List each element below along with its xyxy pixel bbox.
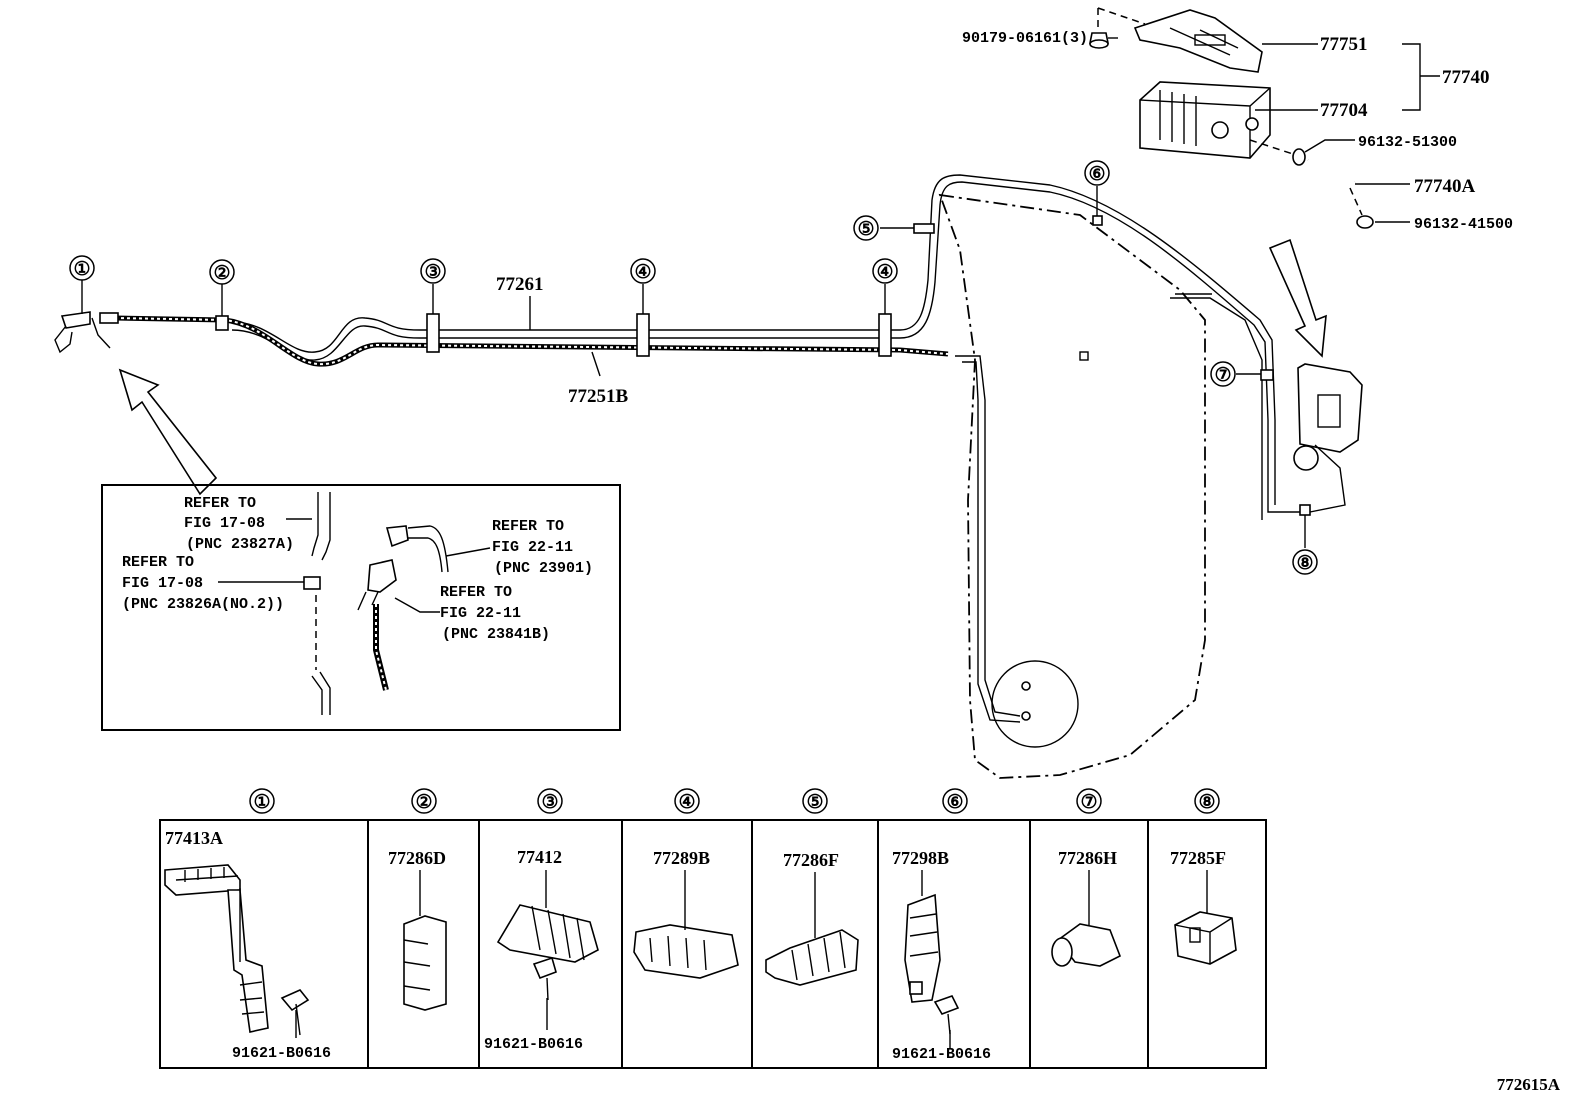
clamp-8 bbox=[1299, 504, 1311, 516]
clamp-77412-drawing bbox=[496, 904, 599, 963]
callout-4b: ④ bbox=[876, 262, 893, 283]
table-header-7: ⑦ bbox=[1080, 792, 1097, 813]
clamp-96132-41500 bbox=[1356, 215, 1374, 229]
inset-ref1-line2: FIG 17-08 bbox=[184, 515, 265, 532]
clamp-77413A-drawing bbox=[164, 864, 269, 1033]
cell-77285F: 77285F bbox=[1170, 848, 1226, 868]
clamp-4a bbox=[636, 313, 650, 357]
parts-table bbox=[159, 819, 1267, 1069]
clamp-96132-51300 bbox=[1292, 148, 1306, 166]
table-header-2: ② bbox=[415, 792, 432, 813]
inset-ref2-line2: FIG 17-08 bbox=[122, 575, 203, 592]
cell-77286F: 77286F bbox=[783, 850, 839, 870]
callout-6: ⑥ bbox=[1088, 164, 1105, 185]
part-96132-41500: 96132-41500 bbox=[1414, 216, 1513, 233]
bolt-90179 bbox=[1089, 32, 1109, 49]
bracket-77751 bbox=[1133, 9, 1263, 73]
clamp-77286D-drawing bbox=[403, 915, 447, 1011]
clamp-2 bbox=[215, 315, 229, 331]
clamp-4b bbox=[878, 313, 892, 357]
table-header-8: ⑧ bbox=[1198, 792, 1215, 813]
bolt-91621-B0616-1 bbox=[280, 989, 310, 1036]
clamp-77298B-drawing bbox=[904, 893, 941, 1003]
pipe-77251B bbox=[114, 315, 949, 367]
part-77251B: 77251B bbox=[568, 386, 629, 407]
inset-ref3-line2: FIG 22-11 bbox=[492, 539, 573, 556]
part-77740A: 77740A bbox=[1414, 176, 1476, 197]
fuel-tank-outline bbox=[938, 193, 1206, 779]
part-96132-51300: 96132-51300 bbox=[1358, 134, 1457, 151]
part-90179-06161: 90179-06161(3) bbox=[962, 30, 1088, 47]
clamp-77285F-drawing bbox=[1174, 911, 1237, 965]
clamp-1-assembly bbox=[54, 311, 119, 354]
part-77751: 77751 bbox=[1320, 34, 1368, 55]
pump-module bbox=[1293, 363, 1363, 513]
cell-77289B: 77289B bbox=[653, 848, 710, 868]
detail-inset-box bbox=[101, 484, 621, 731]
callout-5: ⑤ bbox=[857, 219, 874, 240]
part-77740: 77740 bbox=[1442, 67, 1490, 88]
clamp-77289B-drawing bbox=[633, 924, 739, 979]
inset-ref4-line2: FIG 22-11 bbox=[440, 605, 521, 622]
inset-ref2-line1: REFER TO bbox=[122, 554, 194, 571]
callout-7: ⑦ bbox=[1214, 365, 1231, 386]
table-header-3: ③ bbox=[541, 792, 558, 813]
cell-77412: 77412 bbox=[517, 847, 562, 867]
part-77261: 77261 bbox=[496, 274, 544, 295]
cell-77298B: 77298B bbox=[892, 848, 949, 868]
table-header-5: ⑤ bbox=[806, 792, 823, 813]
direction-arrow-left bbox=[118, 368, 218, 496]
table-header-6: ⑥ bbox=[946, 792, 963, 813]
inset-pipes bbox=[303, 492, 449, 715]
table-header-4: ④ bbox=[678, 792, 695, 813]
figure-id: 772615A bbox=[1497, 1075, 1561, 1094]
direction-arrow-right bbox=[1268, 238, 1327, 358]
bolt-label-1: 91621-B0616 bbox=[232, 1045, 331, 1062]
inset-ref4-line1: REFER TO bbox=[440, 584, 512, 601]
bolt-label-3: 91621-B0616 bbox=[892, 1046, 991, 1063]
inset-ref2-line3: (PNC 23826A(NO.2)) bbox=[122, 596, 284, 613]
callout-8: ⑧ bbox=[1296, 553, 1313, 574]
canister-77704 bbox=[1139, 81, 1271, 159]
cell-77286H: 77286H bbox=[1058, 848, 1117, 868]
pipe-77261 bbox=[231, 174, 1305, 513]
clamp-77286F-drawing bbox=[765, 929, 859, 986]
callout-2: ② bbox=[213, 263, 230, 284]
cell-77286D: 77286D bbox=[388, 848, 446, 868]
callout-1: ① bbox=[73, 259, 90, 280]
clamp-77286H-drawing bbox=[1051, 923, 1122, 967]
inset-ref1-line1: REFER TO bbox=[184, 495, 256, 512]
inset-ref1-line3: (PNC 23827A) bbox=[186, 536, 294, 553]
clamp-6 bbox=[1092, 215, 1103, 226]
inset-ref3-line1: REFER TO bbox=[492, 518, 564, 535]
callout-4a: ④ bbox=[634, 262, 651, 283]
bolt-label-2: 91621-B0616 bbox=[484, 1036, 583, 1053]
callout-3: ③ bbox=[424, 262, 441, 283]
bolt-91621-B0616-2 bbox=[532, 956, 557, 1001]
clamp-5 bbox=[913, 223, 935, 234]
inset-ref4-line3: (PNC 23841B) bbox=[442, 626, 550, 643]
bolt-91621-B0616-3 bbox=[933, 995, 960, 1035]
clamp-7 bbox=[1260, 369, 1274, 381]
table-header-1: ① bbox=[253, 792, 270, 813]
part-77704: 77704 bbox=[1320, 100, 1368, 121]
inset-ref3-line3: (PNC 23901) bbox=[494, 560, 593, 577]
clamp-3 bbox=[426, 313, 440, 353]
cell-77413A: 77413A bbox=[165, 828, 223, 848]
